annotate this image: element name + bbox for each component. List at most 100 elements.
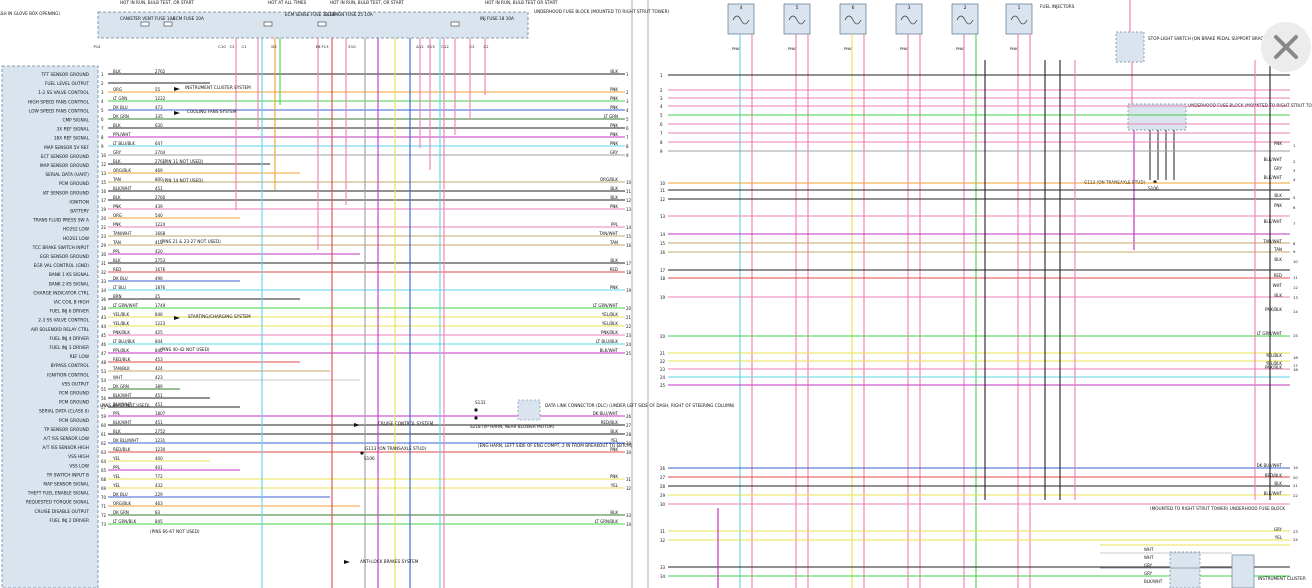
wire-end-code: PNK/BLK — [601, 330, 618, 335]
wire-color-code: TAN/BLK — [112, 366, 130, 371]
fuse-label: HOT IN RUN, BULB TEST, OR START — [120, 0, 194, 5]
connector-number: 27 — [626, 423, 632, 428]
connector-number: 25 — [660, 383, 666, 388]
connector-number: 33 — [660, 565, 666, 570]
pin-number: 12 — [101, 162, 107, 167]
circuit-number: 473 — [155, 105, 163, 110]
circuit-number: 229 — [155, 492, 163, 497]
edge-number: 16 — [1293, 355, 1298, 360]
right-wire-code: BLK/WHT — [1264, 491, 1283, 496]
wire-color-code: PNK — [113, 204, 121, 209]
circuit-number: 451 — [155, 402, 163, 407]
connector-number: 12 — [660, 197, 666, 202]
connector-number: 12 — [626, 198, 632, 203]
coil-icon — [732, 15, 750, 25]
close-button[interactable]: close — [1261, 22, 1311, 72]
connector-number: 4 — [626, 108, 629, 113]
diagram-note: (PINS 66-67 NOT USED) — [150, 529, 200, 534]
wire-color-code: BLK — [113, 195, 121, 200]
bottom-fuse-block — [1169, 551, 1201, 588]
pin-label: IGNITION CONTROL — [47, 372, 90, 378]
circuit-number: 335 — [155, 114, 163, 119]
connector-number: 31 — [626, 477, 632, 482]
pin-label: IAT SENSOR GROUND — [43, 190, 90, 196]
injector-wire-code: PNK — [788, 46, 796, 51]
pin-number: 4 — [101, 99, 104, 104]
edge-number: 9 — [1293, 249, 1296, 254]
wire-end-code: LT GRN — [604, 114, 618, 119]
pin-label: PCM GROUND — [59, 391, 90, 397]
pin-number: 64 — [101, 459, 107, 464]
connector-number: 4 — [660, 104, 663, 109]
pin-label: TCC BRAKE SWITCH INPUT — [32, 245, 90, 251]
wire-end-code: YEL/BLK — [601, 321, 619, 326]
injector-wire-code: PNK — [900, 46, 908, 51]
connector-number: 11 — [660, 188, 666, 193]
wire-color-code: LT BLU/BLK — [113, 141, 135, 146]
pin-label: A/T ISS SENSOR LOW — [44, 436, 90, 442]
right-wire-code: YEL/BLK — [1265, 361, 1283, 366]
fuse-symbol — [450, 21, 460, 27]
connector-number: 29 — [660, 493, 666, 498]
circuit-number: 2761 — [155, 159, 166, 164]
pcm-connector-box — [1, 65, 99, 588]
right-wire-code: TAN/WHT — [1262, 239, 1282, 244]
wire-color-code: DK GRN — [113, 384, 129, 389]
wire-color-code: ORG/BLK — [113, 501, 131, 506]
wire-end-code: BLK — [610, 510, 618, 515]
circuit-number: 844 — [155, 339, 163, 344]
pin-number: 38 — [101, 306, 107, 311]
wire-color-code: LT BLU/BLK — [113, 339, 135, 344]
pin-label: AIR SOLENOID RELAY CTRL — [31, 327, 90, 333]
pin-number: 70 — [101, 495, 107, 500]
wire-color-code: DK BLU — [113, 105, 128, 110]
fuse-label: CANISTER VENT FUSE 10A — [120, 16, 175, 21]
injector-wire-code: PNK — [844, 46, 852, 51]
pin-number: 22 — [101, 225, 107, 230]
connector-number: 16 — [626, 243, 632, 248]
coil-icon — [1010, 15, 1028, 25]
diagram-note: ANTI-LOCK BRAKES SYSTEM — [360, 559, 419, 564]
diagram-note: S131 — [475, 400, 486, 405]
circuit-number: 800 — [155, 177, 163, 182]
connector-number: 23 — [660, 367, 666, 372]
circuit-number: 1676 — [155, 267, 166, 272]
pin-number: 16 — [101, 189, 107, 194]
connector-number: 9 — [626, 153, 629, 158]
circuit-number: 420 — [155, 249, 163, 254]
pin-label: CHARGE INDICATOR CTRL — [33, 290, 89, 296]
injector-number: 3 — [908, 5, 911, 11]
pin-label: TFT SENSOR GROUND — [41, 72, 90, 78]
fuse-label: UNDERHOOD FUSE BLOCK (MOUNTED TO RIGHT S… — [534, 9, 669, 14]
circuit-number: 496 — [155, 276, 163, 281]
wire-color-code: ORG — [113, 213, 122, 218]
wire-end-code: RED — [610, 267, 618, 272]
fuse-symbol — [140, 21, 150, 27]
pin-number: 19 — [101, 207, 107, 212]
pin-label: IGNITION — [69, 199, 89, 205]
right-wire-code: YEL — [1274, 535, 1283, 540]
wire-end-code: PNK — [610, 285, 618, 290]
pin-label: VSS HIGH — [68, 454, 89, 460]
wire-color-code: DK BLU/WHT — [113, 438, 139, 443]
bottom-wire-code: BLK/WHT — [1144, 579, 1163, 584]
circuit-number: 389 — [155, 384, 163, 389]
pin-number: 15 — [101, 180, 107, 185]
pin-number: 72 — [101, 513, 107, 518]
circuit-number: 2753 — [155, 258, 166, 263]
wire-end-code: LT GRN/WHT — [593, 303, 619, 308]
wire-end-code: LT GRN/BLK — [595, 519, 619, 524]
wire-end-code: PNK — [610, 204, 618, 209]
fuel-injector — [783, 3, 811, 35]
pin-label: VSS LOW — [69, 463, 89, 469]
pin-label: HO2S2 LOW — [63, 227, 90, 233]
fuse-label: ECM SENSE FUSE 33 10A — [285, 12, 338, 17]
edge-number: 3 — [1293, 168, 1296, 173]
circuit-number: 630 — [155, 123, 163, 128]
stop-light-switch — [1115, 31, 1145, 63]
wire-end-code: PNK — [610, 105, 618, 110]
bottom-wire-code: WHT — [1144, 555, 1154, 560]
right-wire-code: YEL/BLK — [1265, 353, 1283, 358]
connector-number: 2 — [660, 88, 663, 93]
connector-number: 22 — [660, 359, 666, 364]
